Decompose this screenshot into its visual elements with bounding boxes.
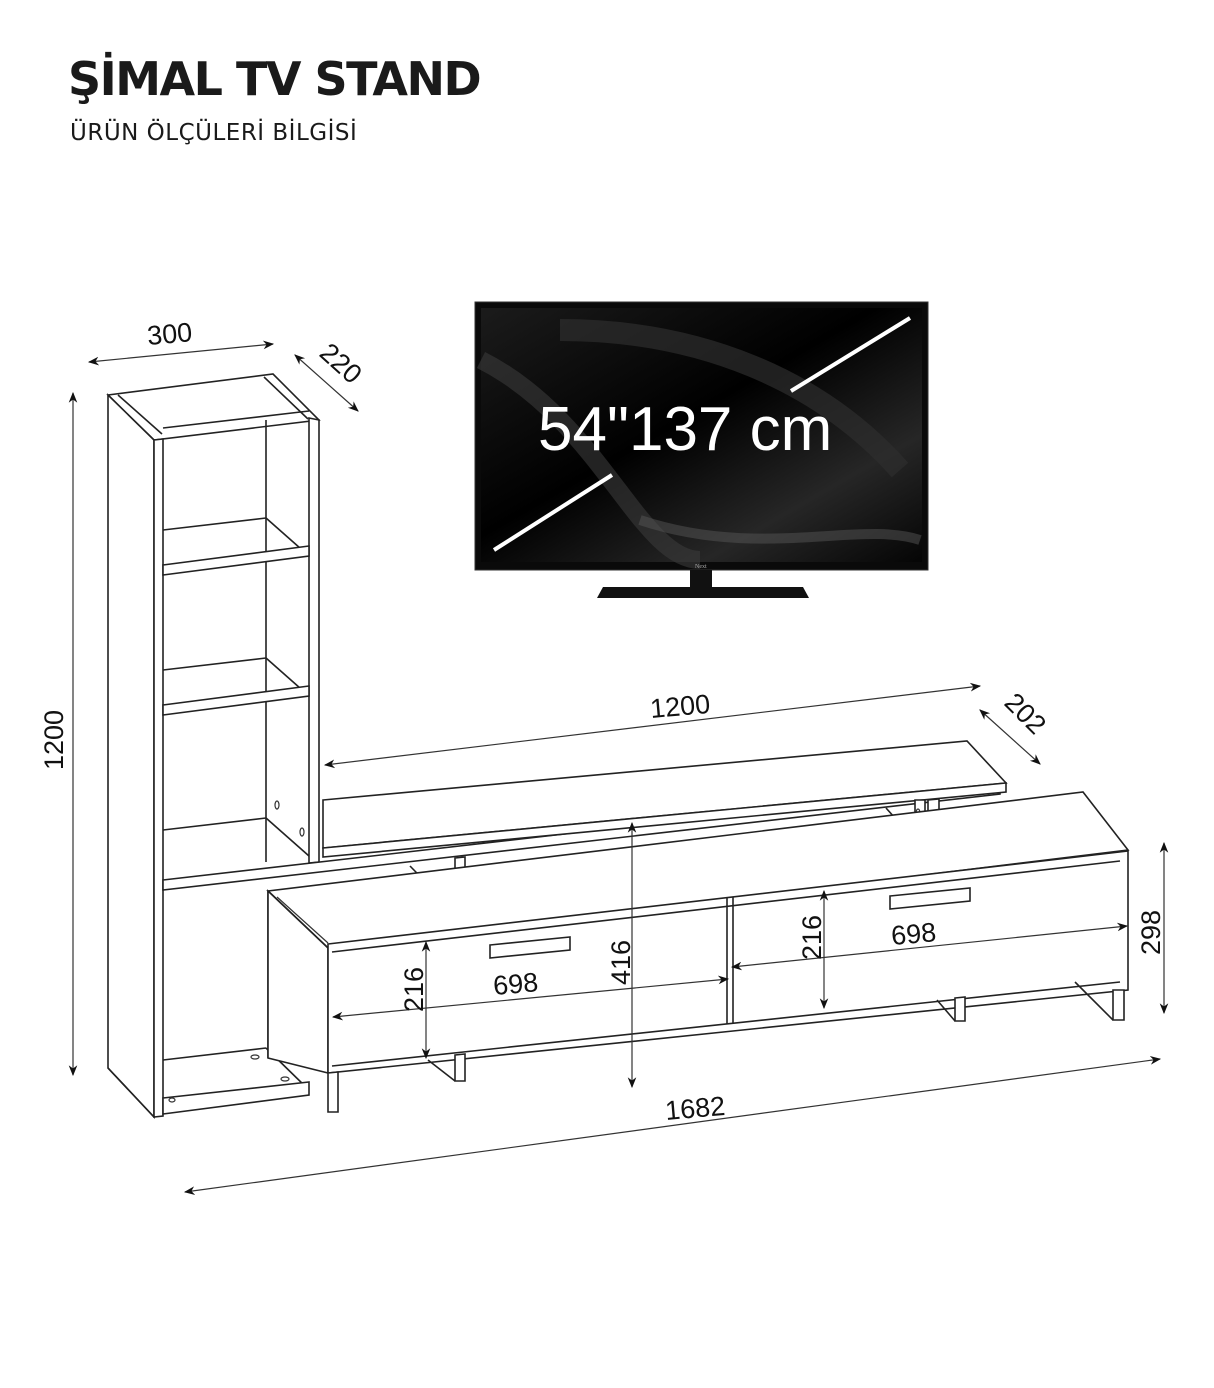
stand-total-height-label: 416	[606, 940, 636, 985]
shelf-width-label: 1200	[649, 689, 711, 724]
right-drawer-width-label: 698	[890, 917, 938, 951]
stand-height-label: 298	[1136, 910, 1166, 955]
left-drawer-width-label: 698	[492, 967, 540, 1001]
right-drawer-height-label: 216	[797, 915, 827, 960]
bookcase-depth-label: 220	[314, 337, 368, 389]
bookcase-height-label: 1200	[39, 710, 69, 770]
tv-brand-mark: Next	[695, 564, 707, 570]
left-drawer-height-label: 216	[399, 967, 429, 1012]
bookcase-width-label: 300	[146, 317, 194, 351]
shelf-depth-label: 202	[999, 687, 1052, 740]
total-width-label: 1682	[664, 1091, 726, 1126]
tv-size-label: 54"137 cm	[538, 395, 832, 464]
product-title: ŞİMAL TV STAND	[68, 52, 482, 106]
product-subtitle: ÜRÜN ÖLÇÜLERİ BİLGİSİ	[70, 120, 358, 146]
tv-illustration: 54"137 cm Next	[474, 301, 929, 598]
